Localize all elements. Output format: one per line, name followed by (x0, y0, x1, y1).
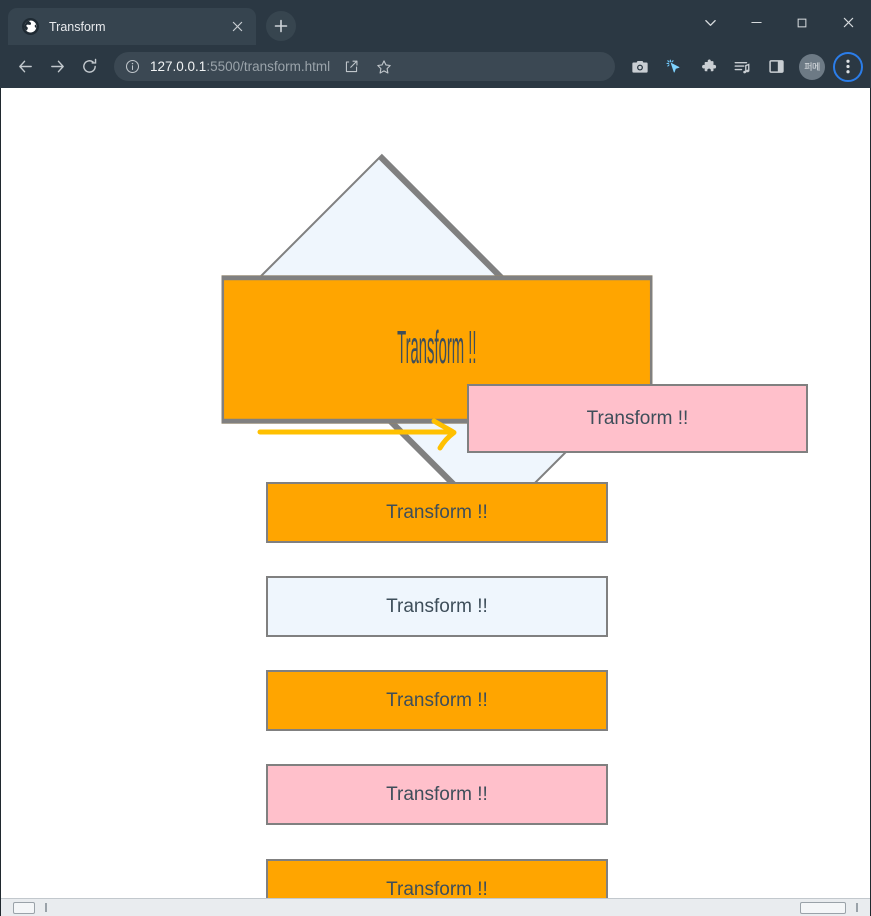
close-icon[interactable] (228, 18, 246, 36)
transform-box-plain-2-label: Transform !! (386, 595, 488, 617)
window-controls (687, 0, 871, 45)
camera-icon[interactable] (625, 52, 655, 82)
browser-tab[interactable]: Transform (8, 8, 256, 45)
taskbar-chip (13, 901, 35, 914)
share-icon[interactable] (339, 55, 363, 79)
transform-box-plain-2: Transform !! (266, 576, 608, 637)
transform-box-plain-4-label: Transform !! (386, 783, 488, 805)
browser-toolbar: 127.0.0.1:5500/transform.html (0, 45, 871, 88)
cursor-click-icon[interactable] (659, 52, 689, 82)
star-icon[interactable] (372, 55, 396, 79)
url-host: 127.0.0.1 (150, 59, 207, 74)
transform-demo-stage: Transform !! Transform !! Transform !! T… (1, 88, 870, 916)
url-path: :5500/transform.html (206, 59, 331, 74)
playlist-icon[interactable] (727, 52, 757, 82)
tab-title: Transform (49, 19, 106, 34)
page-viewport: Transform !! Transform !! Transform !! T… (0, 88, 871, 916)
transform-box-plain-1: Transform !! (266, 482, 608, 543)
back-button[interactable] (10, 52, 40, 82)
taskbar-chip-wide (800, 901, 846, 914)
new-tab-button[interactable] (266, 11, 296, 41)
reload-button[interactable] (74, 52, 104, 82)
avatar[interactable]: 퍼메 (799, 53, 825, 80)
os-taskbar-strip (1, 898, 870, 916)
transform-box-plain-1-label: Transform !! (386, 501, 488, 523)
tab-search-button[interactable] (687, 0, 733, 45)
address-bar[interactable]: 127.0.0.1:5500/transform.html (114, 52, 615, 81)
maximize-button[interactable] (779, 0, 825, 45)
transform-box-plain-3-label: Transform !! (386, 689, 488, 711)
globe-icon (22, 18, 39, 35)
taskbar-divider-2 (856, 903, 858, 912)
forward-button[interactable] (42, 52, 72, 82)
three-dot-menu-icon[interactable] (833, 51, 863, 82)
transform-box-scale-label: Transform !! (397, 322, 477, 374)
transform-box-translate-label: Transform !! (586, 407, 689, 429)
puzzle-icon[interactable] (693, 52, 723, 82)
minimize-button[interactable] (733, 0, 779, 45)
transform-box-plain-4: Transform !! (266, 764, 608, 825)
transform-box-plain-5-label: Transform !! (386, 878, 488, 900)
taskbar-divider (45, 903, 47, 912)
close-window-button[interactable] (825, 0, 871, 45)
site-info-icon[interactable] (125, 59, 141, 74)
url-text: 127.0.0.1:5500/transform.html (150, 59, 330, 74)
transform-box-translate: Transform !! (467, 384, 808, 453)
transform-box-plain-3: Transform !! (266, 670, 608, 731)
tab-strip: Transform (0, 0, 871, 45)
side-panel-icon[interactable] (761, 52, 791, 82)
